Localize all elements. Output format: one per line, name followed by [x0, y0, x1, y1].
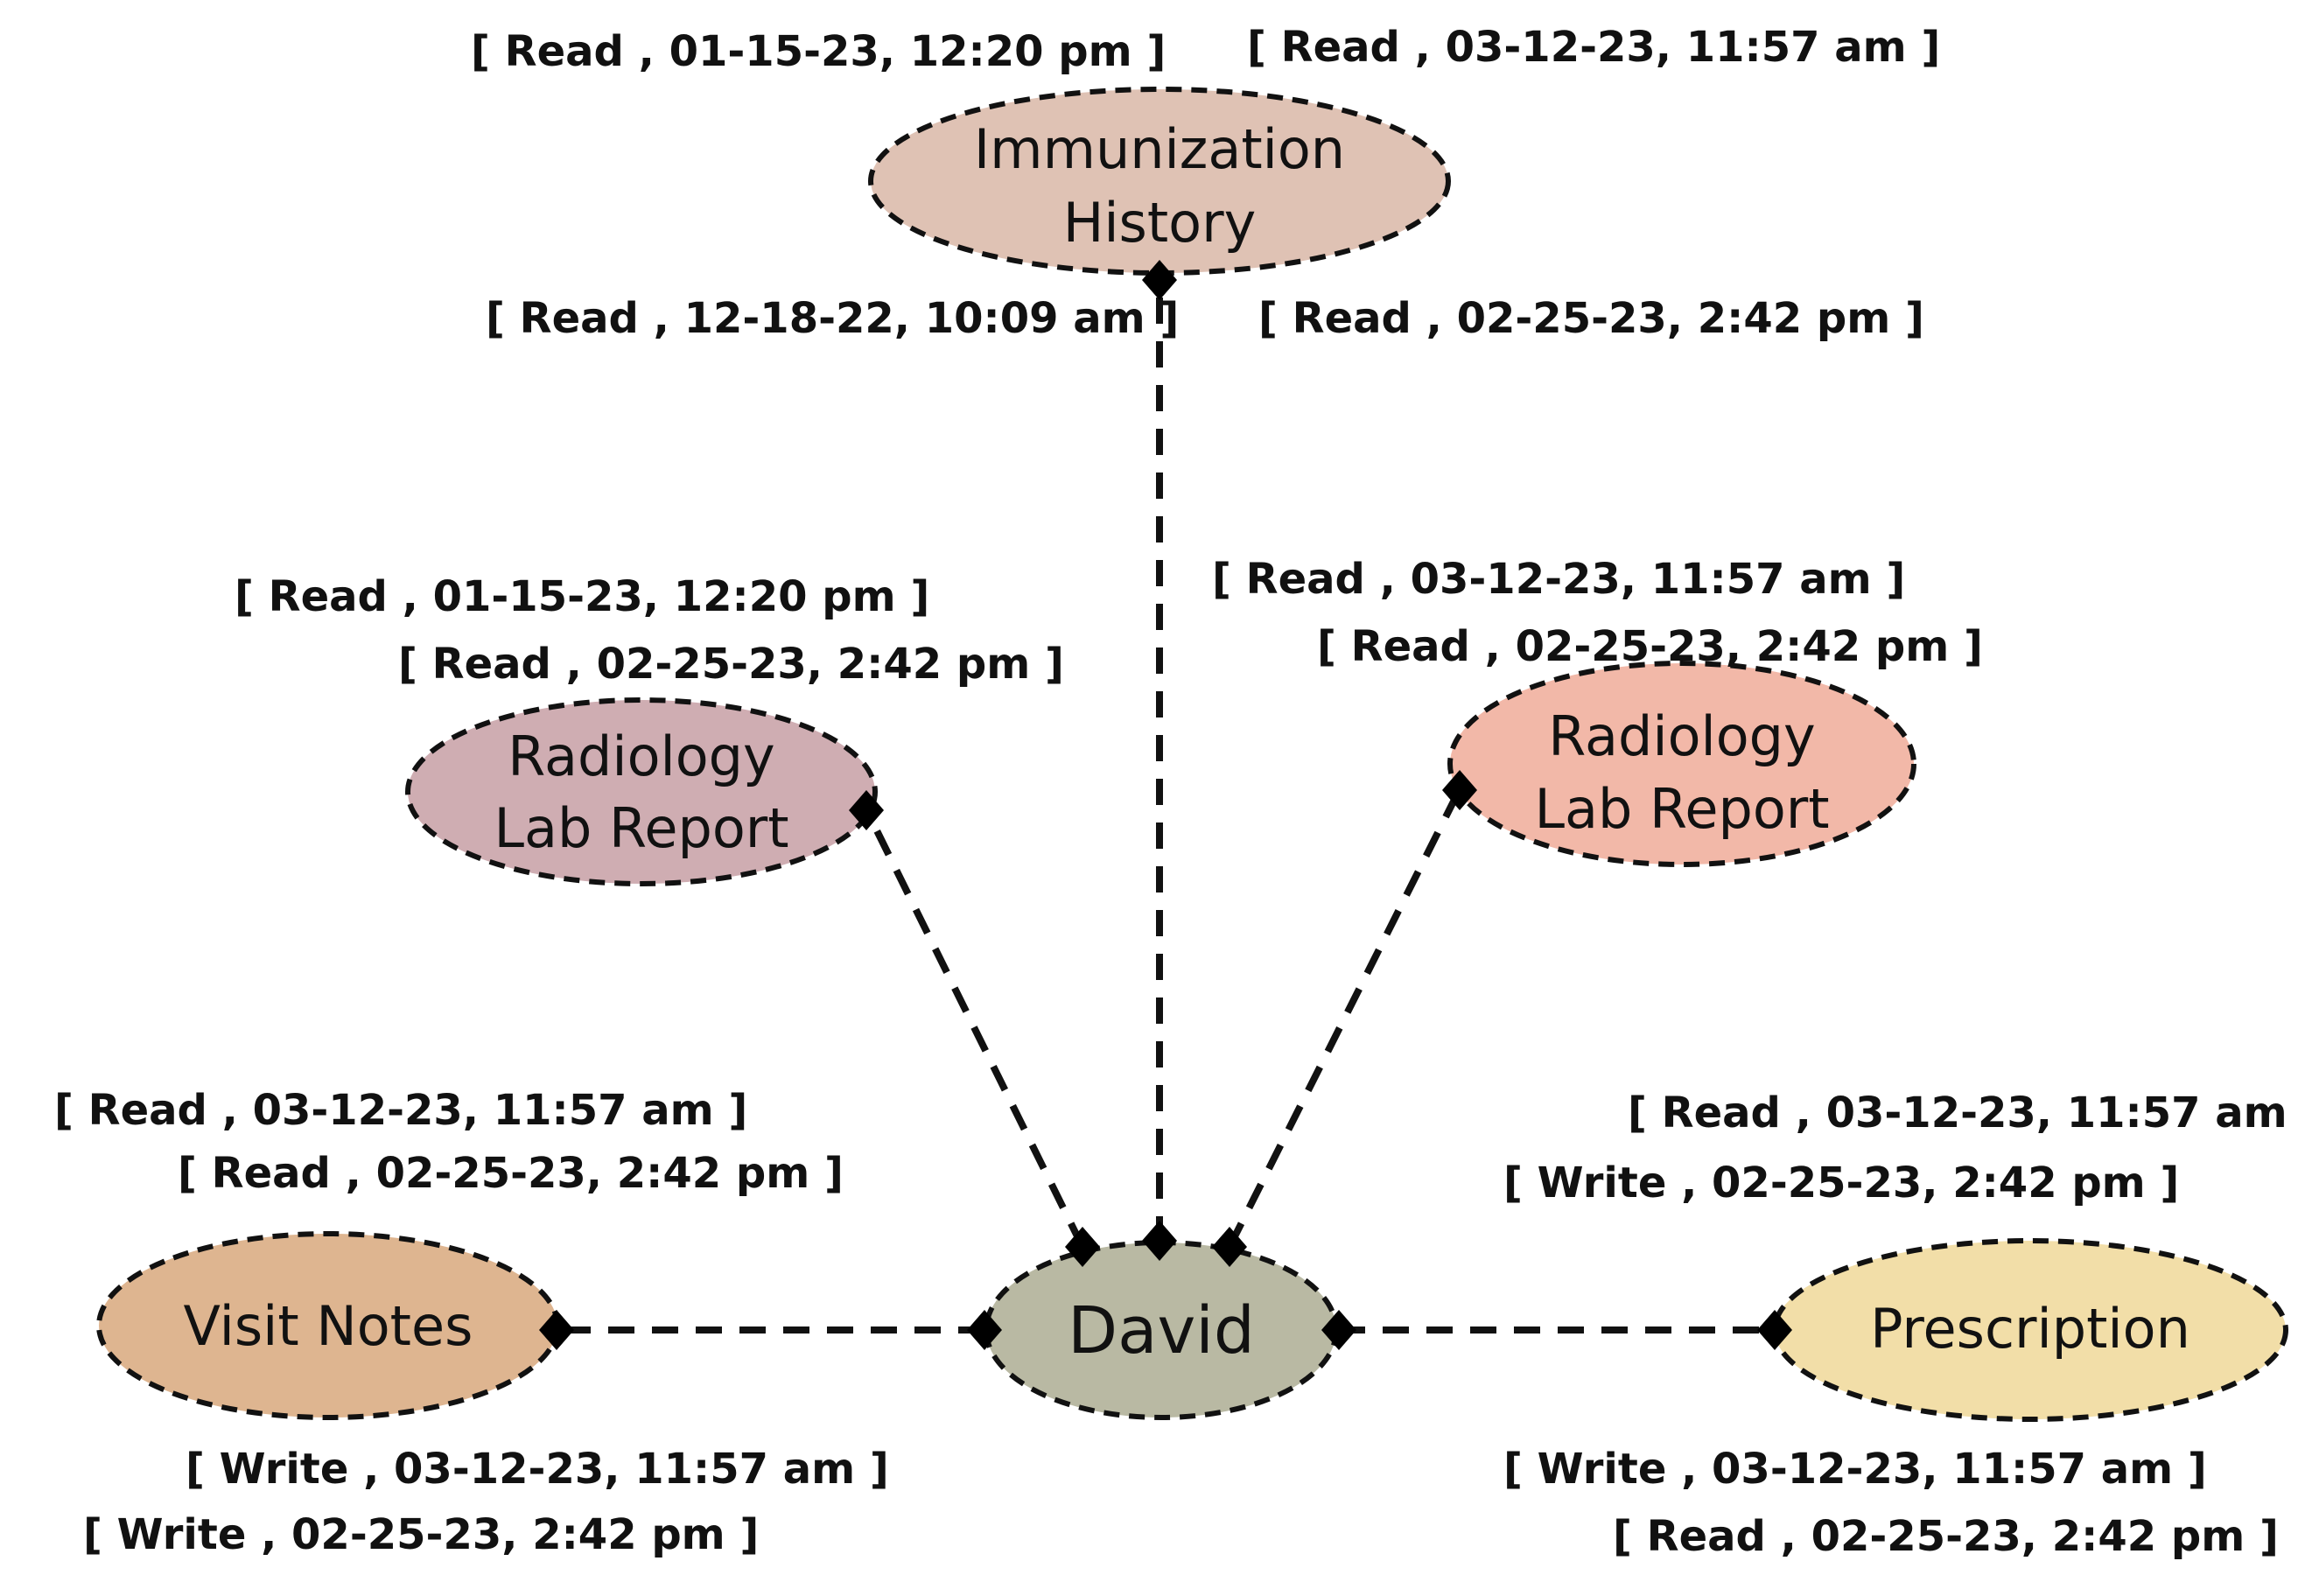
radiology-right-ellipse: [1447, 661, 1916, 867]
log-radiology-right-2: [ Read , 02-25-23, 2:42 pm ]: [1317, 622, 1983, 671]
log-immunization-top-left: [ Read , 01-15-23, 12:20 pm ]: [471, 27, 1166, 76]
log-radiology-left-2: [ Read , 02-25-23, 2:42 pm ]: [398, 640, 1064, 689]
node-immunization-history[interactable]: Immunization History: [868, 87, 1451, 276]
log-radiology-left-1: [ Read , 01-15-23, 12:20 pm ]: [235, 572, 929, 621]
port-immunization-bottom: [1142, 260, 1177, 300]
port-visit-notes-right: [539, 1310, 574, 1350]
log-immunization-bottom-left: [ Read , 12-18-22, 10:09 am ]: [486, 294, 1179, 343]
log-prescription-bottom-1: [ Write , 03-12-23, 11:57 am ]: [1503, 1445, 2207, 1494]
node-radiology-lab-report-left[interactable]: Radiology Lab Report: [405, 697, 878, 886]
node-prescription[interactable]: Prescription: [1772, 1238, 2288, 1422]
immunization-label-line-2: History: [1063, 191, 1257, 255]
node-radiology-lab-report-right[interactable]: Radiology Lab Report: [1447, 661, 1916, 867]
log-visit-notes-bottom-1: [ Write , 03-12-23, 11:57 am ]: [186, 1445, 889, 1494]
port-david-right: [1321, 1310, 1356, 1350]
radiology-right-label-line-1: Radiology: [1548, 704, 1815, 768]
log-radiology-right-1: [ Read , 03-12-23, 11:57 am ]: [1212, 555, 1905, 604]
log-prescription-bottom-2: [ Read , 02-25-23, 2:42 pm ]: [1613, 1512, 2279, 1561]
port-radiology-right: [1442, 770, 1477, 810]
log-immunization-bottom-right: [ Read , 02-25-23, 2:42 pm ]: [1258, 294, 1924, 343]
prescription-label: Prescription: [1870, 1297, 2190, 1361]
port-david-top: [1142, 1221, 1177, 1261]
access-log-labels: [ Read , 01-15-23, 12:20 pm ] [ Read , 0…: [54, 23, 2298, 1561]
log-immunization-top-right: [ Read , 03-12-23, 11:57 am ]: [1247, 23, 1940, 72]
node-visit-notes[interactable]: Visit Notes: [96, 1231, 560, 1420]
visit-notes-label: Visit Notes: [184, 1294, 473, 1358]
edge-david-radiology-left: [863, 808, 1086, 1249]
radiology-left-label-line-2: Lab Report: [494, 796, 788, 860]
port-radiology-left: [849, 790, 884, 830]
port-david-left: [967, 1310, 1002, 1350]
log-prescription-top-2: [ Write , 02-25-23, 2:42 pm ]: [1503, 1158, 2179, 1208]
log-visit-notes-top-2: [ Read , 02-25-23, 2:42 pm ]: [178, 1149, 844, 1198]
edges: [557, 280, 1775, 1334]
port-prescription-left: [1757, 1310, 1792, 1350]
david-label: David: [1068, 1293, 1255, 1368]
log-prescription-top-1: [ Read , 03-12-23, 11:57 am ]: [1628, 1088, 2298, 1138]
radiology-right-label-line-2: Lab Report: [1534, 777, 1829, 841]
ports: [539, 260, 1792, 1350]
immunization-label-line-1: Immunization: [974, 117, 1345, 181]
log-visit-notes-top-1: [ Read , 03-12-23, 11:57 am ]: [54, 1086, 747, 1135]
radiology-left-label-line-1: Radiology: [508, 724, 774, 788]
port-david-left-upper: [1065, 1227, 1100, 1267]
log-visit-notes-bottom-2: [ Write , 02-25-23, 2:42 pm ]: [83, 1510, 759, 1559]
edge-david-radiology-right: [1226, 788, 1463, 1249]
port-david-right-upper: [1212, 1227, 1247, 1267]
node-david[interactable]: David: [984, 1240, 1339, 1420]
radiology-left-ellipse: [405, 697, 878, 886]
